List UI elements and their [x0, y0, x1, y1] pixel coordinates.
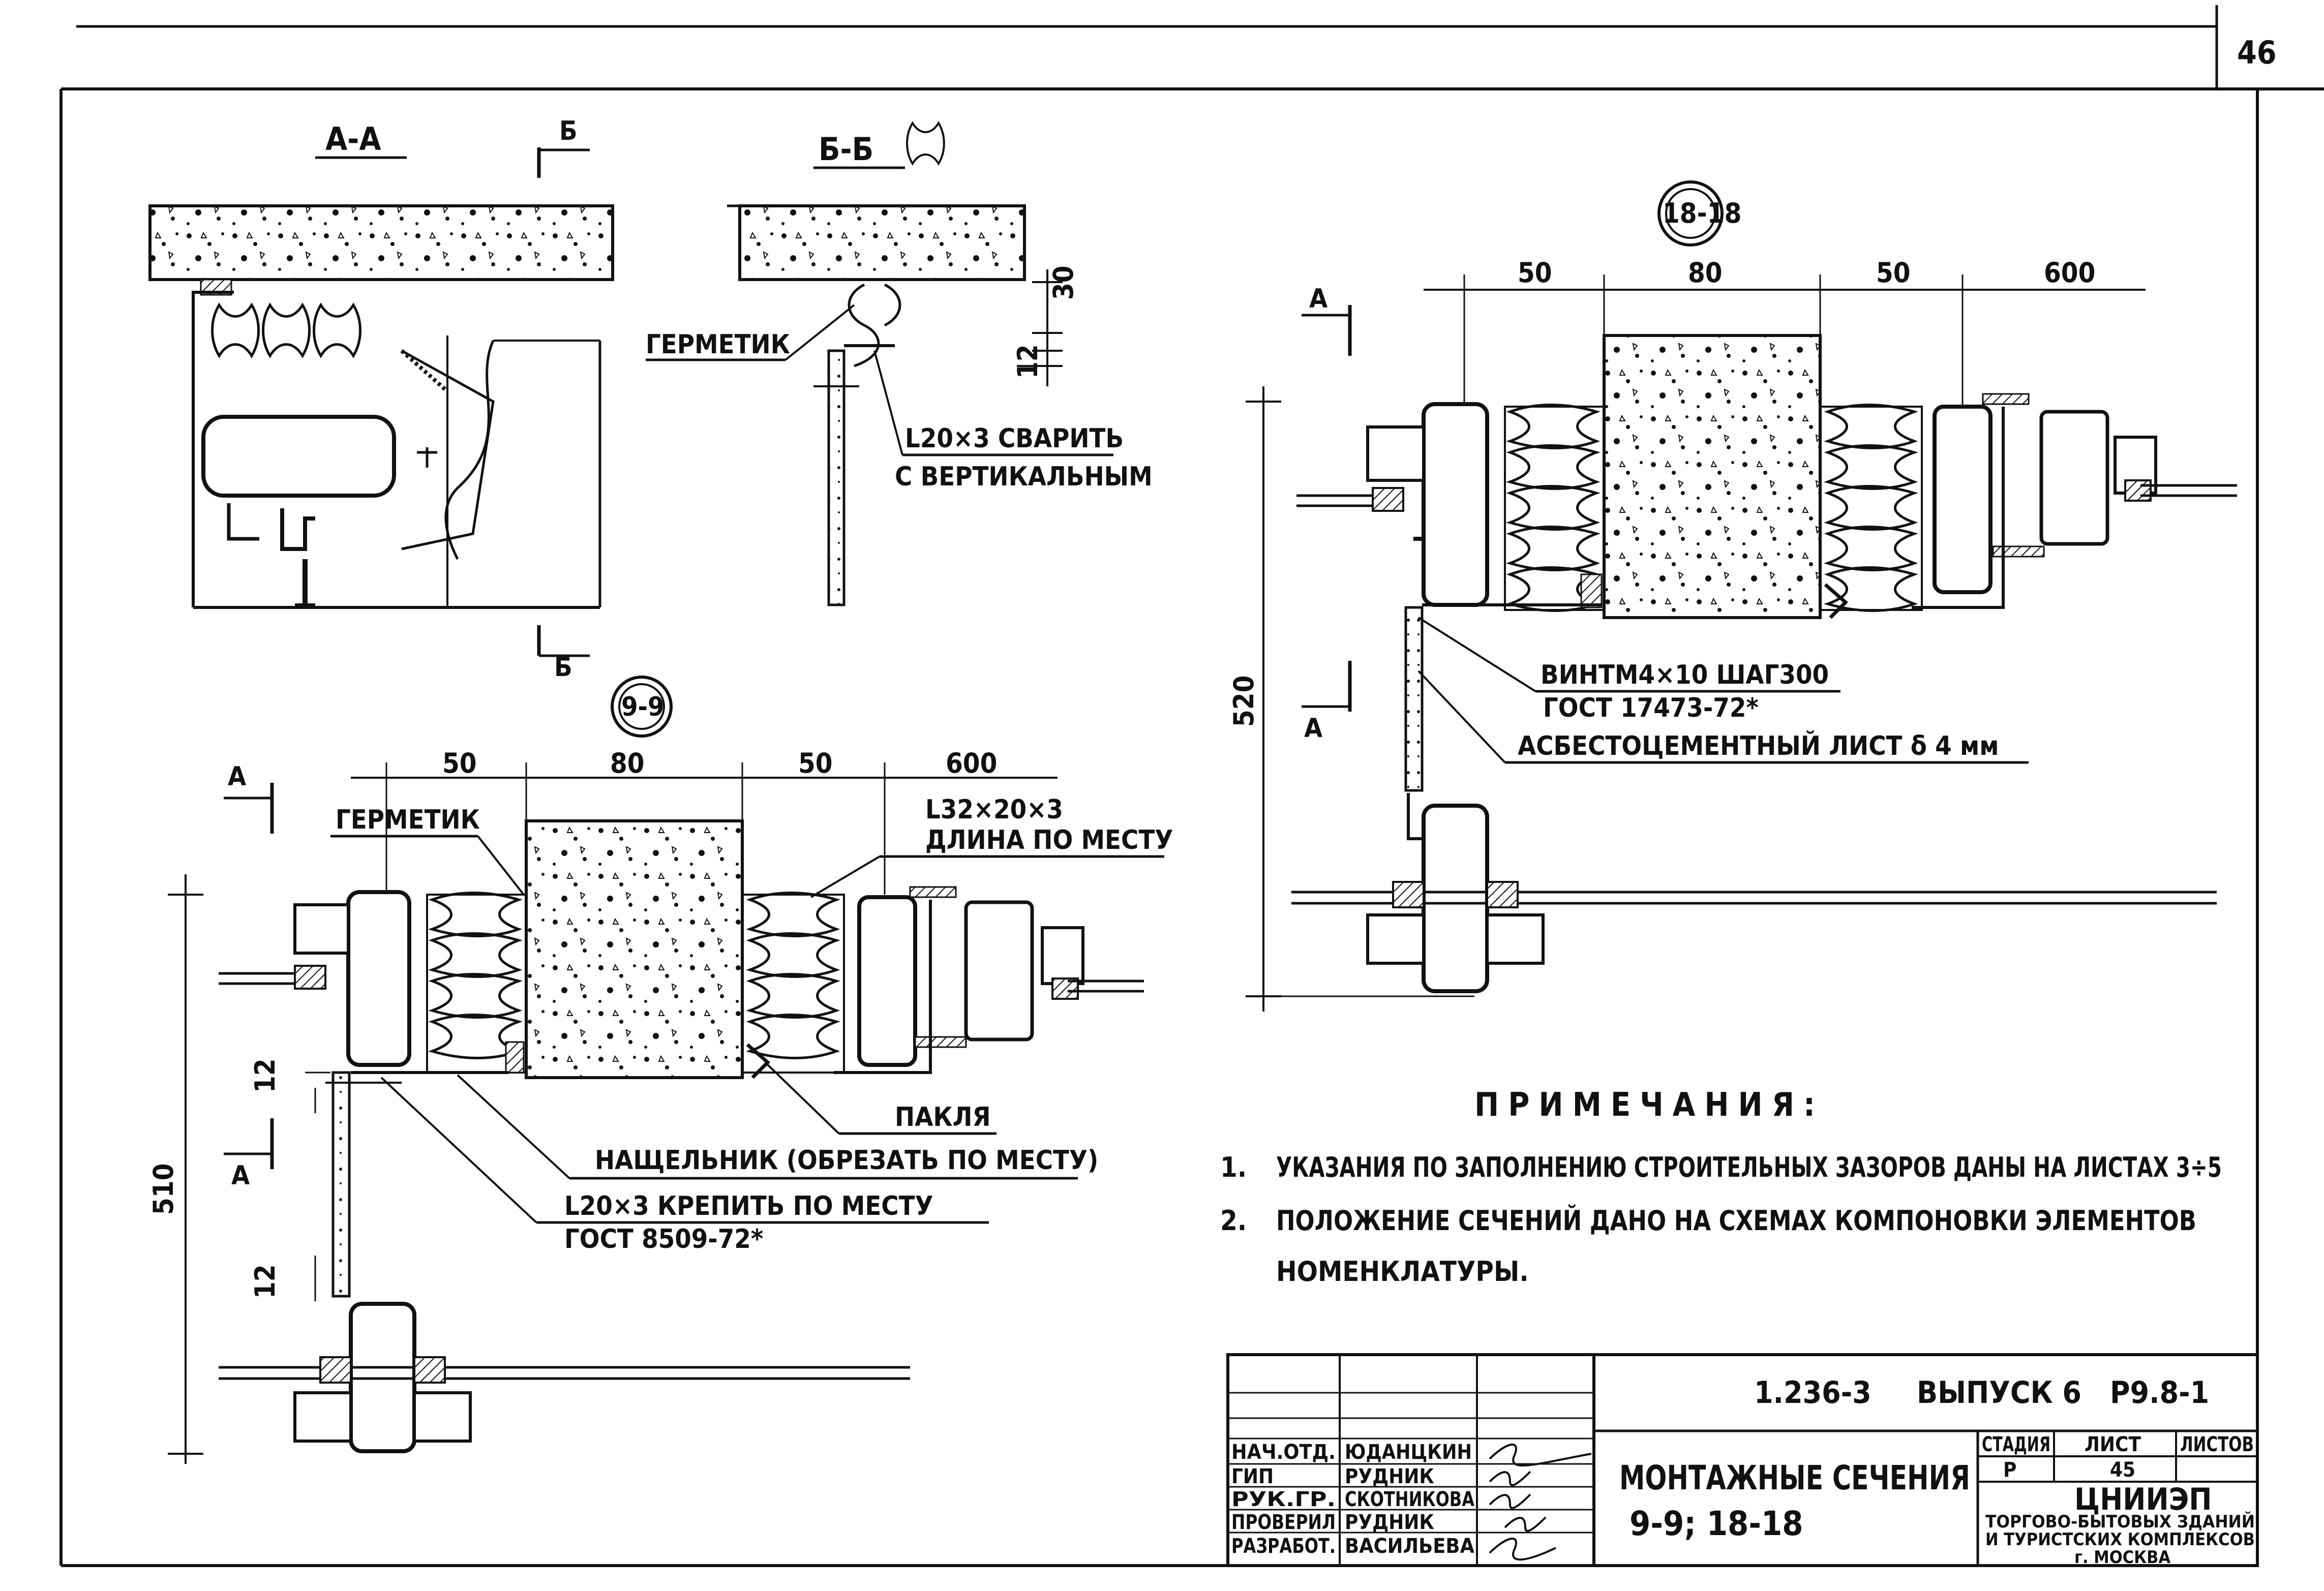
section-a-a-title: А-А	[325, 120, 381, 158]
dim-30: 30	[1047, 265, 1079, 300]
bubble-9-9: 9-9	[621, 692, 665, 722]
note-2-line2: НОМЕНКЛАТУРЫ.	[1276, 1256, 1529, 1288]
label-length-fit: ДЛИНА ПО МЕСТУ	[925, 825, 1173, 855]
notes: ПРИМЕЧАНИЯ: 1. УКАЗАНИЯ ПО ЗАПОЛНЕНИЮ СТ…	[1220, 1086, 2222, 1288]
tb-role-5: РАЗРАБОТ.	[1231, 1535, 1336, 1558]
tb-role-4: ПРОВЕРИЛ	[1231, 1511, 1336, 1534]
dim-600-18: 600	[2044, 257, 2095, 289]
tb-name-2: РУДНИК	[1345, 1465, 1434, 1488]
tb-org-line2: И ТУРИСТСКИХ КОМПЛЕКСОВ	[1985, 1529, 2255, 1550]
dim-600-9: 600	[946, 747, 997, 779]
tb-name-5: ВАСИЛЬЕВА	[1345, 1535, 1474, 1558]
note-2-line1: ПОЛОЖЕНИЕ СЕЧЕНИЙ ДАНО НА СХЕМАХ КОМПОНО…	[1276, 1205, 2196, 1237]
label-asbestos: АСБЕСТОЦЕМЕНТНЫЙ ЛИСТ δ 4 мм	[1518, 730, 1999, 761]
cut-letter-a-9-top: А	[228, 761, 246, 792]
label-pakla: ПАКЛЯ	[895, 1102, 990, 1133]
dim-510: 510	[147, 1164, 179, 1215]
bubble-18-18: 18-18	[1663, 197, 1741, 229]
note-1-number: 1.	[1220, 1151, 1247, 1183]
page-number: 46	[2237, 34, 2277, 71]
tb-issue: ВЫПУСК 6	[1917, 1375, 2081, 1411]
tb-org-line1: ТОРГОВО-БЫТОВЫХ ЗДАНИЙ	[1985, 1511, 2255, 1532]
label-gost-17473: ГОСТ 17473-72*	[1543, 693, 1759, 723]
tb-sheets-header: ЛИСТОВ	[2180, 1433, 2254, 1456]
tb-sheet-value: 45	[2110, 1458, 2135, 1482]
tb-org-name: ЦНИИЭП	[2074, 1482, 2212, 1517]
label-angle-weld-line2: С ВЕРТИКАЛЬНЫМ	[895, 462, 1153, 492]
notes-heading: ПРИМЕЧАНИЯ:	[1474, 1086, 1824, 1124]
tb-org-city: г. МОСКВА	[2074, 1547, 2170, 1568]
tb-series: 1.236-3	[1754, 1375, 1872, 1411]
section-a-a: А-А Б Б	[148, 116, 614, 683]
tb-sheet-code: Р9.8-1	[2110, 1375, 2209, 1411]
label-nashchelnik: НАЩЕЛЬНИК (ОБРЕЗАТЬ ПО МЕСТУ)	[595, 1145, 1098, 1176]
label-gost-8509: ГОСТ 8509-72*	[564, 1224, 763, 1255]
cut-letter-a-18-bottom: А	[1304, 713, 1322, 744]
tb-name-4: РУДНИК	[1345, 1511, 1434, 1534]
section-18-18: 18-18 А А 50 80 50 600 520	[1228, 180, 2237, 1012]
title-block: 1.236-3 ВЫПУСК 6 Р9.8-1 МОНТАЖНЫЕ СЕЧЕНИ…	[1226, 1353, 2259, 1568]
tb-role-1: НАЧ.ОТД.	[1231, 1441, 1336, 1464]
dim-50-18-left: 50	[1518, 257, 1552, 289]
tb-name-1: ЮДАНЦКИН	[1345, 1441, 1472, 1464]
dim-520: 520	[1228, 676, 1260, 727]
dim-12-9-top: 12	[249, 1058, 281, 1093]
label-angle-32: L32×20×3	[925, 794, 1063, 825]
dim-50-9-left: 50	[442, 747, 477, 779]
dim-12-9-bottom: 12	[249, 1264, 281, 1299]
dim-80-9: 80	[610, 747, 645, 779]
tb-role-2: ГИП	[1231, 1465, 1274, 1488]
dim-12-bb: 12	[1012, 344, 1044, 379]
section-9-9: 9-9 А А 50 80 50 600 510	[147, 676, 1173, 1464]
label-germetik-9: ГЕРМЕТИК	[336, 805, 480, 835]
tb-sheet-header: ЛИСТ	[2085, 1433, 2141, 1456]
dim-50-9-right: 50	[798, 747, 833, 779]
tb-title-line2: 9-9; 18-18	[1629, 1504, 1803, 1543]
section-b-b: Б-Б 30 12 ГЕРМЕТИК L20×3 СВАРИТЬ С ВЕРТИ…	[646, 123, 1153, 606]
tb-name-3: СКОТНИКОВА	[1345, 1488, 1474, 1511]
tb-stage-header: СТАДИЯ	[1982, 1433, 2050, 1456]
note-1-text: УКАЗАНИЯ ПО ЗАПОЛНЕНИЮ СТРОИТЕЛЬНЫХ ЗАЗО…	[1276, 1151, 2222, 1183]
cut-letter-b-bottom: Б	[554, 652, 572, 683]
label-germetik-bb: ГЕРМЕТИК	[646, 329, 790, 360]
tb-title-line1: МОНТАЖНЫЕ СЕЧЕНИЯ	[1619, 1458, 1970, 1497]
dim-50-18-right: 50	[1876, 257, 1911, 289]
label-screw: ВИНТМ4×10 ШАГ300	[1541, 660, 1829, 690]
signatures	[1489, 1444, 1592, 1561]
cut-letter-a-9-bottom: А	[231, 1160, 250, 1191]
label-angle-fix: L20×3 КРЕПИТЬ ПО МЕСТУ	[564, 1191, 933, 1221]
dim-80-18: 80	[1688, 257, 1723, 289]
label-angle-weld-line1: L20×3 СВАРИТЬ	[905, 423, 1124, 454]
note-2-number: 2.	[1220, 1205, 1247, 1237]
cut-letter-b-top: Б	[559, 116, 578, 146]
tb-role-3: РУК.ГР.	[1231, 1488, 1336, 1511]
cut-letter-a-18-top: А	[1309, 284, 1327, 314]
section-b-b-title: Б-Б	[819, 131, 873, 168]
tb-stage-value: Р	[2003, 1458, 2016, 1482]
